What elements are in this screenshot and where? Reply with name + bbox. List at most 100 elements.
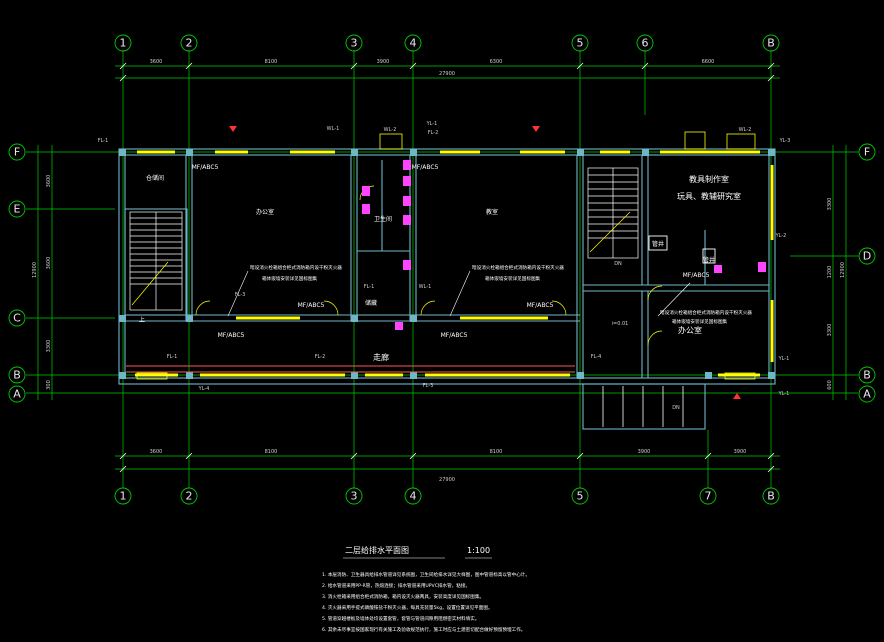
svg-text:5. 管道穿越楼板及墙体处均设置套管，套管与管道间隙用阻燃密: 5. 管道穿越楼板及墙体处均设置套管，套管与管道间隙用阻燃密实材料填实。 bbox=[322, 615, 479, 622]
svg-text:WL-1: WL-1 bbox=[327, 126, 340, 132]
svg-text:MF/ABC5: MF/ABC5 bbox=[298, 302, 325, 309]
room-toilet: 卫生间 bbox=[374, 215, 392, 223]
room-workshop-sub: 玩具、教辅研究室 bbox=[677, 191, 741, 201]
svg-text:YL-3: YL-3 bbox=[779, 138, 791, 144]
svg-text:12900: 12900 bbox=[840, 262, 846, 278]
room-workshop: 教具制作室 bbox=[689, 174, 729, 184]
room-corridor: 走廊 bbox=[373, 352, 389, 362]
svg-text:FL-2: FL-2 bbox=[428, 130, 439, 136]
svg-text:A: A bbox=[863, 388, 871, 401]
svg-text:3900: 3900 bbox=[638, 449, 651, 455]
room-classroom: 教室 bbox=[486, 208, 498, 216]
svg-text:FL-1: FL-1 bbox=[167, 354, 178, 360]
svg-text:FL-3: FL-3 bbox=[235, 292, 246, 298]
svg-text:8100: 8100 bbox=[265, 449, 278, 455]
svg-text:8100: 8100 bbox=[490, 449, 503, 455]
svg-text:4: 4 bbox=[410, 490, 417, 503]
dimension-text-top: 3600 8100 3900 6300 6600 27900 bbox=[150, 59, 715, 77]
svg-text:箱体嵌墙安装详见国标图集: 箱体嵌墙安装详见国标图集 bbox=[672, 318, 728, 325]
pipe-wells bbox=[648, 235, 716, 264]
svg-text:27900: 27900 bbox=[439, 71, 455, 77]
svg-text:5: 5 bbox=[577, 37, 584, 50]
svg-text:DN: DN bbox=[614, 261, 622, 267]
extinguisher-labels: MF/ABC5 MF/ABC5 MF/ABC5 MF/ABC5 MF/ABC5 … bbox=[192, 164, 710, 339]
axis-bubble: 3 bbox=[345, 487, 363, 505]
svg-text:1: 1 bbox=[120, 37, 127, 50]
axis-bubble: D bbox=[858, 247, 876, 265]
axis-bubble: B bbox=[762, 34, 780, 52]
svg-text:2: 2 bbox=[186, 490, 193, 503]
svg-text:B: B bbox=[13, 369, 21, 382]
svg-text:箱体嵌墙安装详见国标图集: 箱体嵌墙安装详见国标图集 bbox=[262, 275, 318, 282]
svg-text:F: F bbox=[14, 146, 20, 159]
svg-text:MF/ABC5: MF/ABC5 bbox=[192, 164, 219, 171]
svg-text:3600: 3600 bbox=[150, 449, 163, 455]
svg-text:MF/ABC5: MF/ABC5 bbox=[527, 302, 554, 309]
svg-text:FL-4: FL-4 bbox=[591, 354, 602, 360]
pillars bbox=[119, 149, 775, 379]
svg-text:WL-2: WL-2 bbox=[384, 127, 397, 133]
stair-right bbox=[587, 167, 639, 259]
svg-text:2: 2 bbox=[186, 37, 193, 50]
axis-bubbles-top: 1 2 3 4 5 6 B bbox=[114, 34, 780, 52]
svg-text:C: C bbox=[13, 312, 21, 325]
svg-text:YL-1: YL-1 bbox=[778, 356, 790, 362]
svg-text:箱体嵌墙安装详见国标图集: 箱体嵌墙安装详见国标图集 bbox=[485, 275, 541, 282]
svg-text:3600: 3600 bbox=[150, 59, 163, 65]
svg-text:FL-2: FL-2 bbox=[315, 354, 326, 360]
svg-text:MF/ABC5: MF/ABC5 bbox=[218, 332, 245, 339]
dimension-text-bottom: 3600 8100 8100 3900 3900 27900 bbox=[150, 449, 747, 483]
axis-bubble: 4 bbox=[404, 487, 422, 505]
svg-text:YL-4: YL-4 bbox=[198, 386, 210, 392]
drawing-scale: 1:100 bbox=[467, 546, 490, 555]
svg-text:12900: 12900 bbox=[32, 262, 38, 278]
axis-bubble: 1 bbox=[114, 487, 132, 505]
svg-text:3900: 3900 bbox=[734, 449, 747, 455]
axis-bubble: 2 bbox=[180, 487, 198, 505]
section-markers bbox=[229, 126, 741, 399]
svg-text:3. 消火栓箱采用组合柜式消防箱，箱内设灭火器两具，安装高度: 3. 消火栓箱采用组合柜式消防箱，箱内设灭火器两具，安装高度详见国标图集。 bbox=[322, 593, 484, 600]
axis-grid bbox=[26, 50, 858, 488]
svg-text:WL-2: WL-2 bbox=[739, 127, 752, 133]
axis-bubble: 4 bbox=[404, 34, 422, 52]
svg-text:YL-1: YL-1 bbox=[778, 391, 790, 397]
stair-left bbox=[129, 211, 183, 311]
windows bbox=[135, 150, 774, 377]
axis-bubble: B bbox=[8, 366, 26, 384]
svg-text:FL-1: FL-1 bbox=[364, 284, 375, 290]
axis-bubble: B bbox=[762, 487, 780, 505]
room-store: 储藏 bbox=[365, 299, 377, 307]
room-labels: 仓储间 办公室 卫生间 教室 走廊 教具制作室 玩具、教辅研究室 办公室 储藏 … bbox=[139, 174, 741, 362]
riser-labels: FL-1 WL-1 WL-2 FL-2 WL-2 YL-3 YL-1 FL-3 … bbox=[98, 121, 791, 397]
svg-text:D: D bbox=[863, 250, 871, 263]
room-storage: 仓储间 bbox=[146, 174, 164, 182]
toilet-fixtures bbox=[362, 160, 766, 330]
svg-text:i=0.01: i=0.01 bbox=[612, 321, 629, 327]
svg-text:1200: 1200 bbox=[827, 266, 833, 279]
axis-bubbles-left: F E C B A bbox=[8, 143, 26, 403]
svg-text:600: 600 bbox=[827, 380, 833, 390]
svg-text:6: 6 bbox=[642, 37, 649, 50]
pipe-well-label-2: 管井 bbox=[703, 256, 715, 264]
walls bbox=[118, 148, 776, 430]
title-block: 二层给排水平面图 1:100 bbox=[343, 545, 492, 559]
general-notes: 1. 本层消防、卫生器具给排水管道详见系统图，卫生间给排水详见大样图，图中管道标… bbox=[322, 571, 530, 633]
axis-bubble: F bbox=[858, 143, 876, 161]
svg-text:3600: 3600 bbox=[46, 175, 52, 188]
axis-bubble: 5 bbox=[571, 487, 589, 505]
axis-bubble: 5 bbox=[571, 34, 589, 52]
svg-text:4: 4 bbox=[410, 37, 417, 50]
room-office-left: 办公室 bbox=[256, 208, 274, 216]
svg-text:1: 1 bbox=[120, 490, 127, 503]
svg-text:1. 本层消防、卫生器具给排水管道详见系统图，卫生间给排水详: 1. 本层消防、卫生器具给排水管道详见系统图，卫生间给排水详见大样图，图中管道标… bbox=[322, 571, 530, 578]
svg-text:3900: 3900 bbox=[377, 59, 390, 65]
svg-text:6300: 6300 bbox=[490, 59, 503, 65]
axis-bubble: A bbox=[8, 385, 26, 403]
svg-text:3300: 3300 bbox=[46, 340, 52, 353]
pipe-notes: 暗设消火栓箱组合柜式消防箱内设干粉灭火器 箱体嵌墙安装详见国标图集 暗设消火栓箱… bbox=[250, 261, 752, 411]
axis-bubble: A bbox=[858, 385, 876, 403]
axis-bubble: 7 bbox=[699, 487, 717, 505]
axis-bubbles-right: F D B A bbox=[858, 143, 876, 403]
axis-bubble: 6 bbox=[636, 34, 654, 52]
svg-text:WL-1: WL-1 bbox=[419, 284, 432, 290]
